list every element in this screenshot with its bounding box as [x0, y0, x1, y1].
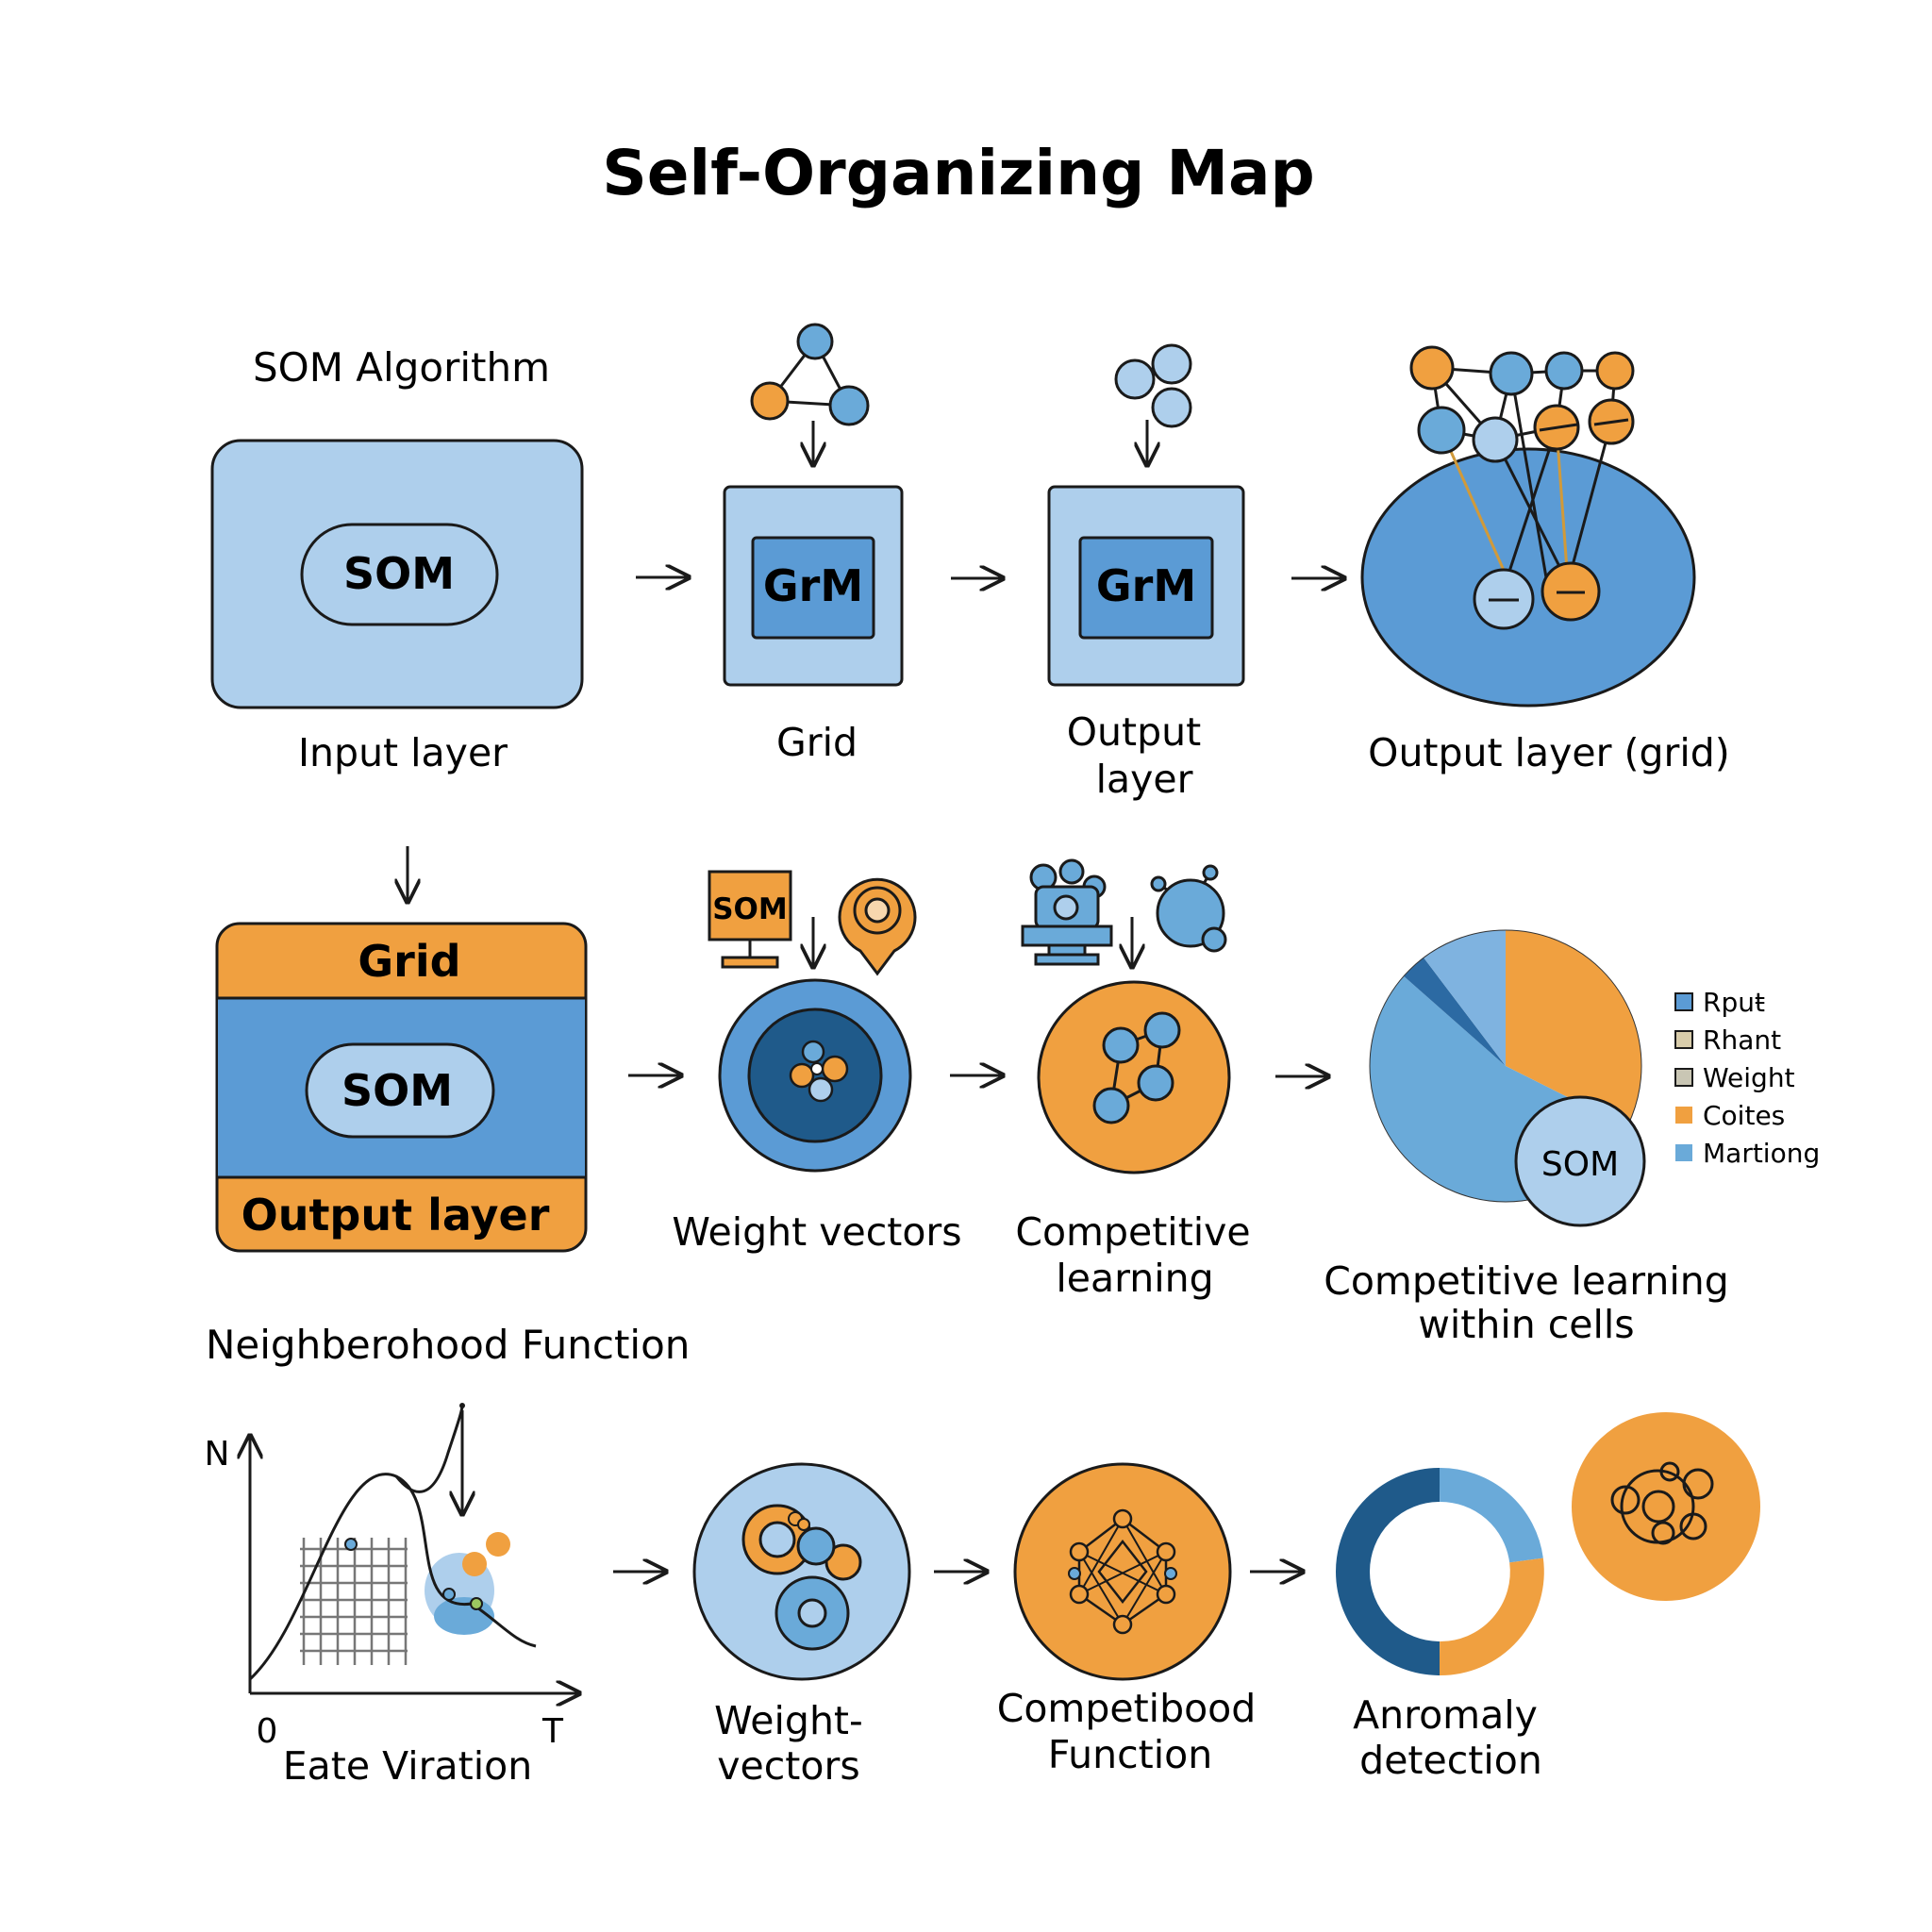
axis-x-end-label: T [541, 1712, 564, 1751]
location-pin-icon [838, 877, 917, 976]
legend-item: Martiong [1675, 1138, 1820, 1169]
input-layer-caption: Input layer [298, 730, 508, 775]
legend-label: Coites [1703, 1100, 1785, 1131]
pie-caption-line2: within cells [1418, 1302, 1634, 1347]
page-title: Self-Organizing Map [602, 137, 1315, 209]
anomaly-ring [1336, 1467, 1544, 1676]
anomaly-caption-line2: detection [1359, 1738, 1542, 1783]
competibood-caption-line2: Function [1048, 1732, 1212, 1777]
grid-box-label: GrM [763, 560, 863, 611]
pie-slice-navy [1404, 958, 1506, 1066]
molecule-icon [1150, 864, 1227, 953]
axis-y-label: N [205, 1435, 230, 1474]
input-layer-node: SOM [210, 439, 584, 709]
grid-caption: Grid [776, 720, 858, 765]
neighborhood-curve [248, 1473, 537, 1681]
robot-icon [1021, 858, 1113, 966]
cluster-icon [1114, 343, 1192, 428]
grid-node: GrM [723, 485, 904, 687]
monitor-label: SOM [712, 892, 788, 926]
weight-vectors-node [718, 978, 912, 1173]
graph-caption: Eate Viration [283, 1743, 532, 1789]
competibood-function-node [1013, 1462, 1232, 1681]
weight-vectors-caption-2-line2: vectors [717, 1743, 859, 1789]
pie-slice-orange [1506, 930, 1642, 1127]
competitive-learning-caption-line2: learning [1056, 1256, 1213, 1301]
output-box-label: GrM [1096, 560, 1196, 611]
competitive-learning-caption-line1: Competitive [1015, 1209, 1250, 1255]
stack-top-label: Grid [358, 936, 460, 987]
legend-label: Rpuŧ [1703, 987, 1765, 1018]
graph-grid [300, 1538, 408, 1665]
layer-stack-node: Grid SOM Output layer [215, 922, 588, 1253]
section-heading-algorithm: SOM Algorithm [253, 344, 550, 391]
triangle-network-icon [750, 323, 870, 426]
input-box-label: SOM [343, 548, 455, 599]
legend-label: Rhant [1703, 1024, 1781, 1056]
axis-origin-label: 0 [257, 1712, 278, 1751]
pie-legend: Rpuŧ Rhant Weight Coites Martiong [1674, 987, 1820, 1169]
output-grid-network [1360, 345, 1696, 708]
competitive-learning-node [1037, 980, 1231, 1174]
pie-center-label: SOM [1541, 1145, 1619, 1184]
legend-item: Coites [1675, 1100, 1785, 1131]
stack-bottom-label: Output layer [242, 1190, 550, 1241]
output-layer-node: GrM [1047, 485, 1245, 687]
legend-item: Rpuŧ [1674, 987, 1765, 1018]
weight-vectors-caption-2-line1: Weight- [714, 1698, 863, 1743]
legend-item: Rhant [1674, 1024, 1781, 1056]
weight-vectors-node-2 [692, 1462, 911, 1681]
legend-label: Weight [1703, 1062, 1795, 1093]
section-heading-neighborhood: Neighberohood Function [206, 1322, 690, 1368]
anomaly-caption-line1: Anromaly [1353, 1692, 1538, 1738]
pie-caption-line1: Competitive learning [1324, 1258, 1729, 1304]
weight-vectors-caption: Weight vectors [672, 1209, 961, 1255]
output-layer-caption-line1: Output [1067, 709, 1201, 755]
legend-item: Weight [1674, 1062, 1795, 1093]
neighborhood-graph: N 0 T [205, 1403, 579, 1751]
legend-label: Martiong [1703, 1138, 1820, 1169]
cluster-circle-icon [1572, 1412, 1760, 1601]
competibood-caption-line1: Competibood [997, 1686, 1257, 1731]
output-grid-caption: Output layer (grid) [1368, 730, 1730, 775]
pie-slice-light [1424, 929, 1506, 1066]
stack-middle-label: SOM [341, 1065, 453, 1116]
output-layer-caption-line2: layer [1096, 757, 1193, 802]
monitor-icon: SOM [708, 870, 792, 969]
pie-chart: SOM [1369, 929, 1646, 1227]
